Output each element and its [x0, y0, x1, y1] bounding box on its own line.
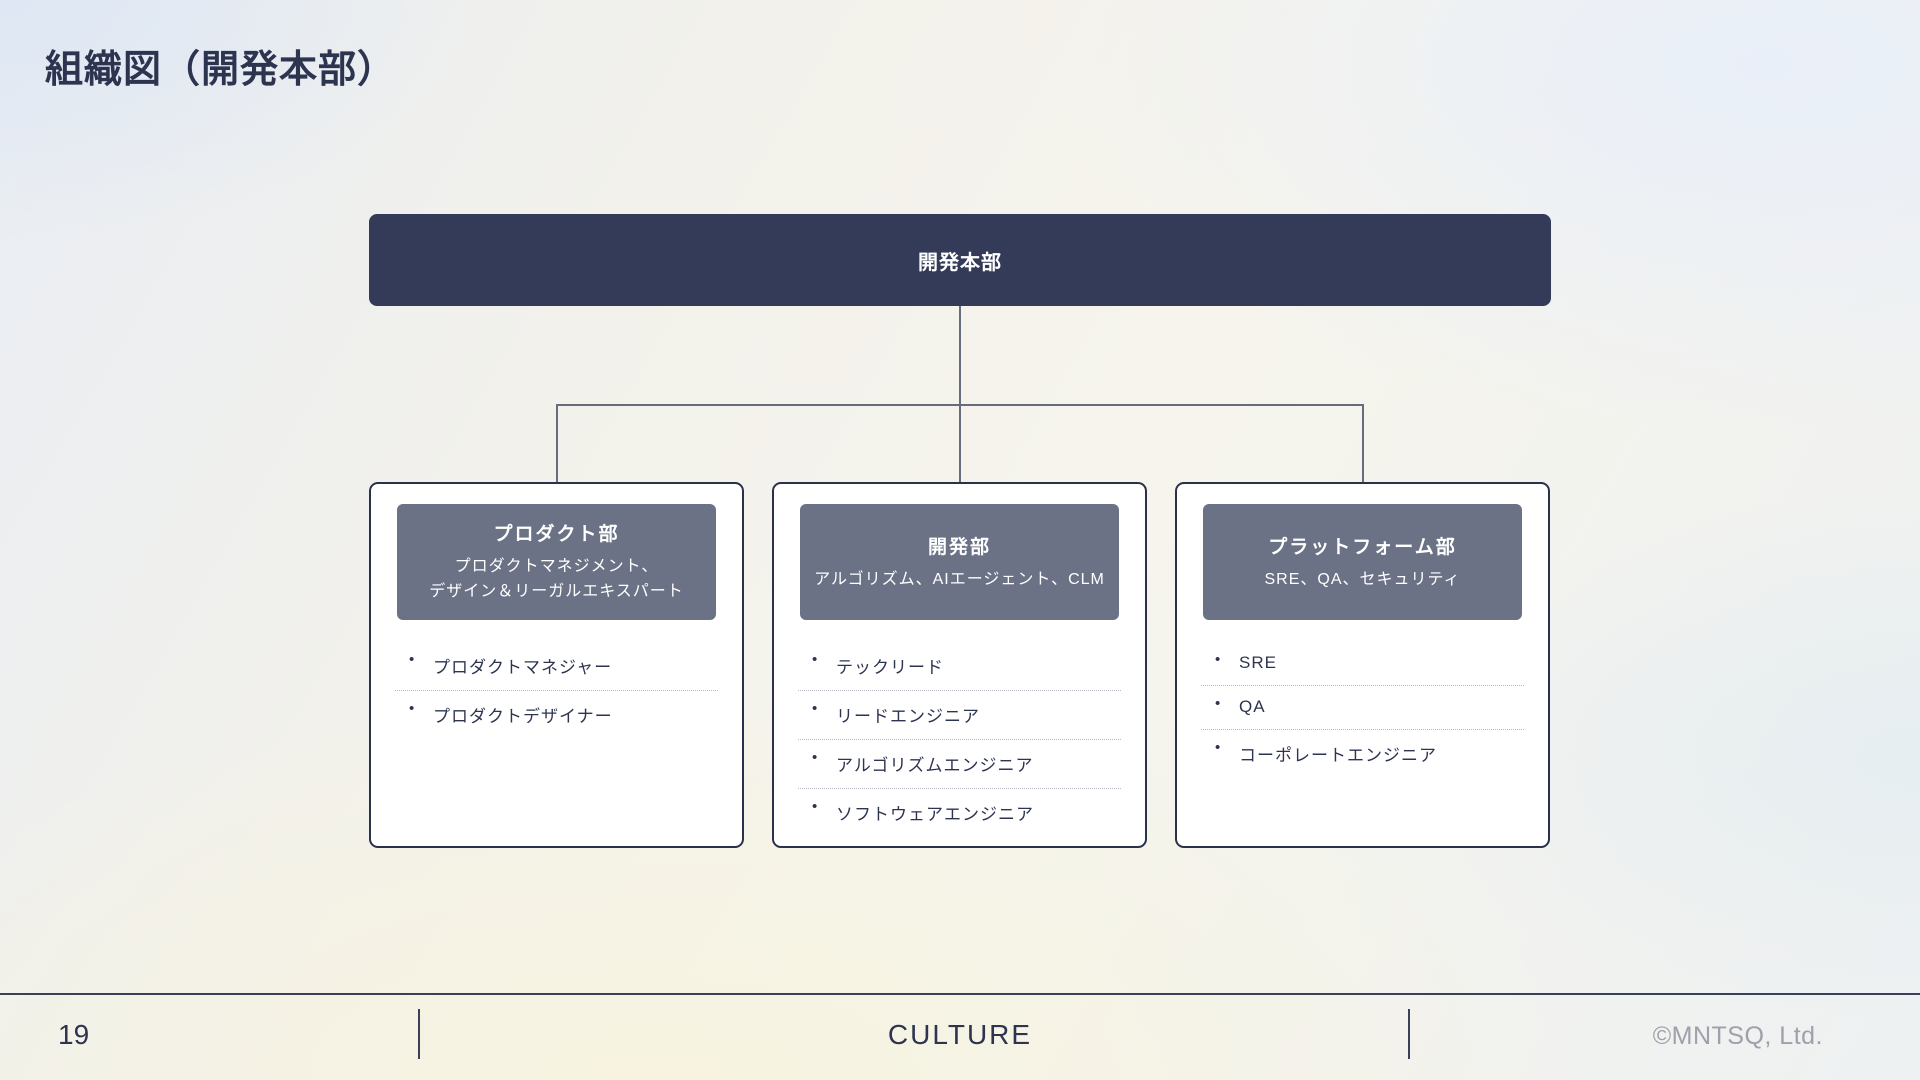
bullet-icon: •: [1215, 651, 1222, 668]
role-item: • テックリード: [798, 642, 1121, 691]
role-item: • リードエンジニア: [798, 691, 1121, 740]
department-header: プラットフォーム部 SRE、QA、セキュリティ: [1203, 504, 1522, 620]
role-label: プロダクトマネジャー: [433, 658, 613, 677]
role-label: テックリード: [836, 658, 944, 677]
role-item: • プロダクトマネジャー: [395, 642, 718, 691]
department-header: プロダクト部 プロダクトマネジメント、 デザイン＆リーガルエキスパート: [397, 504, 716, 620]
role-label: コーポレートエンジニア: [1239, 746, 1437, 765]
department-card: プロダクト部 プロダクトマネジメント、 デザイン＆リーガルエキスパート • プロダ…: [369, 482, 744, 848]
footer-divider-left: [418, 1009, 420, 1059]
footer-copyright: ©MNTSQ, Ltd.: [1652, 1022, 1823, 1050]
bullet-icon: •: [812, 798, 819, 815]
role-list: • プロダクトマネジャー • プロダクトデザイナー: [395, 642, 718, 739]
department-header: 開発部 アルゴリズム、AIエージェント、CLM: [800, 504, 1119, 620]
role-item: • コーポレートエンジニア: [1201, 730, 1524, 778]
footer-divider-right: [1408, 1009, 1410, 1059]
role-label: リードエンジニア: [836, 707, 980, 726]
page-number: 19: [58, 1019, 90, 1050]
department-row: プロダクト部 プロダクトマネジメント、 デザイン＆リーガルエキスパート • プロダ…: [369, 482, 1550, 848]
role-item: • プロダクトデザイナー: [395, 691, 718, 739]
role-item: • アルゴリズムエンジニア: [798, 740, 1121, 789]
department-name: 開発部: [927, 536, 991, 558]
org-root-box: 開発本部: [369, 214, 1551, 306]
role-item: • SRE: [1201, 642, 1524, 686]
role-label: ソフトウェアエンジニア: [836, 805, 1034, 824]
bullet-icon: •: [812, 700, 819, 717]
bullet-icon: •: [409, 700, 416, 717]
role-list: • テックリード • リードエンジニア • アルゴリズムエンジニア • ソフトウェアエンジニア: [798, 642, 1121, 837]
bullet-icon: •: [1215, 739, 1222, 756]
role-item: • QA: [1201, 686, 1524, 730]
page-title: 組織図（開発本部）: [45, 49, 397, 91]
bullet-icon: •: [812, 651, 819, 668]
footer-separator-line: [0, 993, 1920, 995]
department-description: SRE、QA、セキュリティ: [1264, 570, 1461, 588]
connector-vertical-left: [556, 404, 558, 482]
role-list: • SRE • QA • コーポレートエンジニア: [1201, 642, 1524, 778]
role-label: プロダクトデザイナー: [433, 707, 613, 726]
connector-vertical-center: [959, 306, 961, 482]
connector-horizontal: [556, 404, 1363, 406]
department-description: アルゴリズム、AIエージェント、CLM: [814, 570, 1105, 588]
role-label: アルゴリズムエンジニア: [836, 756, 1034, 775]
bullet-icon: •: [1215, 695, 1222, 712]
role-label: SRE: [1239, 653, 1277, 672]
bullet-icon: •: [812, 749, 819, 766]
org-root-label: 開発本部: [918, 251, 1002, 274]
footer-section-label: CULTURE: [887, 1019, 1033, 1050]
role-label: QA: [1239, 697, 1266, 716]
department-description: プロダクトマネジメント、 デザイン＆リーガルエキスパート: [429, 558, 684, 600]
role-item: • ソフトウェアエンジニア: [798, 789, 1121, 837]
bullet-icon: •: [409, 651, 416, 668]
department-card: プラットフォーム部 SRE、QA、セキュリティ • SRE • QA • コーポレートエン…: [1175, 482, 1550, 848]
connector-vertical-right: [1362, 404, 1364, 482]
department-card: 開発部 アルゴリズム、AIエージェント、CLM • テックリード • リードエンジニア…: [772, 482, 1147, 848]
department-name: プロダクト部: [493, 524, 620, 546]
department-name: プラットフォーム部: [1268, 536, 1457, 558]
